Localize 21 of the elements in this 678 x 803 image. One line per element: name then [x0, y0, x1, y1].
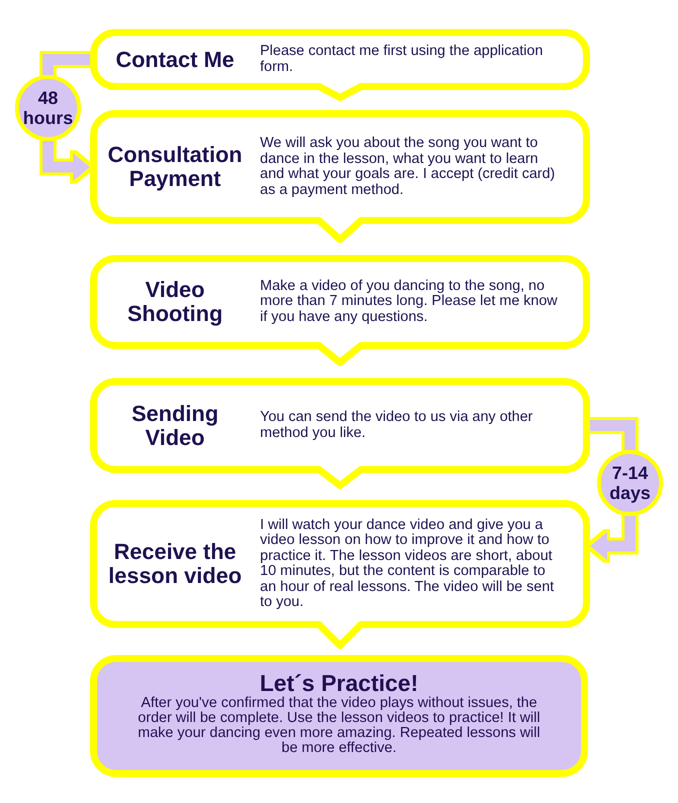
step-title: Receive the lesson video: [107, 540, 243, 588]
step-description: You can send the video to us via any other method you like.: [260, 410, 534, 441]
panel-title: Let´s Practice!: [260, 670, 418, 696]
step-description: I will watch your dance video and give you a video lesson on how to improve it and how to practice it. The lesson videos are short, about 10 minutes, but the content is comparable to an hour of real lessons. The video will be sent to you.: [260, 518, 555, 610]
panel-description: After you've confirmed that the video plays without issues, the order will be complete. Use the lesson videos to practice! It will make your dancing even more amazing. Repeated lessons will be more effective.: [136, 696, 542, 756]
step-title: Sending Video: [130, 402, 220, 450]
step-title: Video Shooting: [126, 278, 224, 326]
speech-bubble: [90, 29, 590, 101]
step-description: Please contact me first using the application form.: [260, 44, 544, 75]
speech-bubble: [90, 110, 590, 243]
step-description: We will ask you about the song you want to dance in the lesson, what you want to learn and what your goals are. I accept (credit card) as a payment method.: [260, 136, 556, 198]
step-description: Make a video of you dancing to the song, no more than 7 minutes long. Please let me know if you have any questions.: [260, 278, 558, 326]
speech-bubble: [90, 378, 590, 489]
final-step-panel: [90, 655, 588, 777]
step-title: Consultation Payment: [106, 143, 244, 191]
arrow: [42, 141, 90, 181]
speech-bubble: [90, 500, 590, 649]
duration-label: 48 hours: [22, 88, 74, 128]
speech-bubble: [90, 255, 590, 366]
step-title: Contact Me: [114, 48, 236, 72]
duration-label: 7-14 days: [608, 463, 652, 503]
